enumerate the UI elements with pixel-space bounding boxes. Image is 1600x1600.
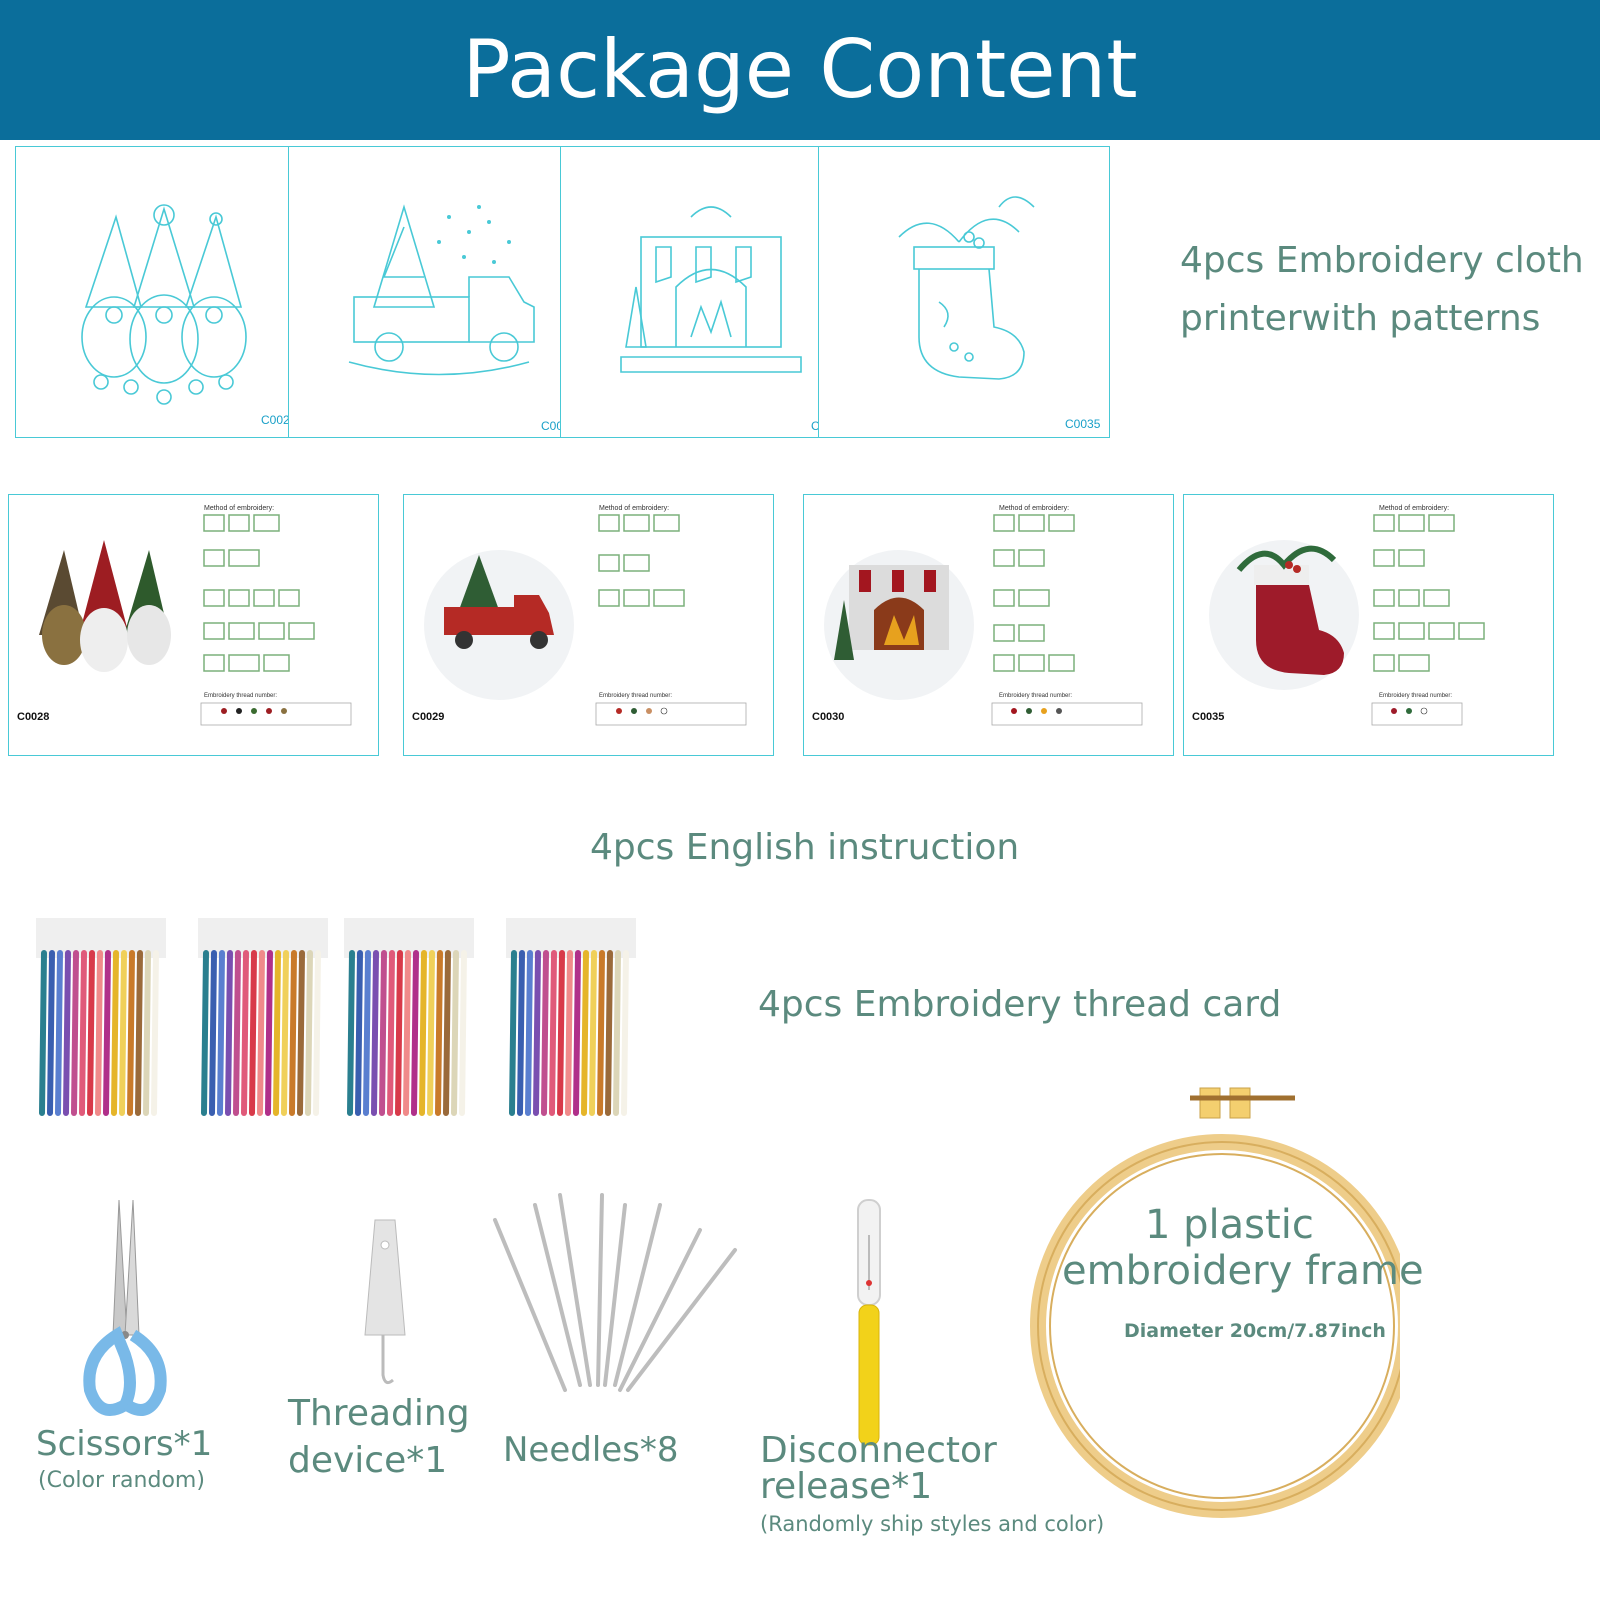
fireplace-image-icon xyxy=(824,514,1143,726)
needles-icon xyxy=(493,1193,737,1392)
truck-image-icon xyxy=(424,514,747,726)
needle-threader-icon xyxy=(364,1219,406,1385)
cloth-code: C00 xyxy=(541,419,564,433)
thread-bundle-icon xyxy=(506,918,636,1116)
method-title: Method of embroidery: xyxy=(204,505,275,512)
ripper-label-line1: Disconnector xyxy=(760,1430,997,1471)
threader-label-line2: device*1 xyxy=(288,1440,448,1481)
thread-title: Embroidery thread number: xyxy=(599,693,673,699)
method-title: Method of embroidery: xyxy=(999,505,1070,512)
scissors-label: Scissors*1 xyxy=(36,1424,213,1464)
instruction-code: C0029 xyxy=(412,711,445,723)
threader-label-line1: Threading xyxy=(288,1393,470,1434)
stocking-image-icon xyxy=(1209,514,1485,726)
gnomes-pattern-icon xyxy=(81,204,247,405)
embroidery-cloth-gnomes: C002 xyxy=(15,146,307,438)
thread-card-1 xyxy=(36,918,166,1118)
thread-title: Embroidery thread number: xyxy=(204,693,278,699)
method-title: Method of embroidery: xyxy=(599,505,670,512)
cloth-caption-line2: printerwith patterns xyxy=(1180,298,1541,339)
frame-note: Diameter 20cm/7.87inch xyxy=(1124,1320,1386,1342)
thread-bundle-icon xyxy=(198,918,328,1116)
embroidery-cloth-fireplace: C0 xyxy=(560,146,852,438)
embroidery-cloth-stocking: C0035 xyxy=(818,146,1110,438)
fireplace-pattern-icon xyxy=(620,206,802,373)
page-title: Package Content xyxy=(462,23,1138,116)
cloth-code: C002 xyxy=(261,413,290,427)
instruction-code: C0028 xyxy=(17,711,50,723)
instruction-sheet-gnomes: Method of embroidery: Embroidery thread … xyxy=(8,494,379,756)
thread-card-2 xyxy=(198,918,328,1118)
thread-caption: 4pcs Embroidery thread card xyxy=(758,984,1282,1025)
truck-pattern-icon xyxy=(348,204,535,376)
needles-label: Needles*8 xyxy=(503,1430,679,1470)
frame-label-line2: embroidery frame xyxy=(1062,1248,1424,1294)
scissors-note: (Color random) xyxy=(38,1468,205,1493)
thread-title: Embroidery thread number: xyxy=(1379,693,1453,699)
stocking-pattern-icon xyxy=(898,196,1035,380)
gnomes-image-icon xyxy=(39,514,352,726)
instruction-sheet-stocking: Method of embroidery: Embroidery thread … xyxy=(1183,494,1554,756)
scissors-icon xyxy=(83,1199,167,1416)
seam-ripper-icon xyxy=(857,1199,881,1446)
frame-label-line1: 1 plastic xyxy=(1145,1202,1314,1248)
instruction-code: C0035 xyxy=(1192,711,1225,723)
cloth-caption-line1: 4pcs Embroidery cloth xyxy=(1180,240,1584,281)
thread-title: Embroidery thread number: xyxy=(999,693,1073,699)
instruction-sheet-truck: Method of embroidery: Embroidery thread … xyxy=(403,494,774,756)
instruction-code: C0030 xyxy=(812,711,845,723)
thread-card-3 xyxy=(344,918,474,1118)
instruction-sheet-fireplace: Method of embroidery: Embroidery thread … xyxy=(803,494,1174,756)
embroidery-cloth-truck: C00 xyxy=(288,146,580,438)
thread-bundle-icon xyxy=(344,918,474,1116)
thread-card-4 xyxy=(506,918,636,1118)
ripper-note: (Randomly ship styles and color) xyxy=(760,1512,1105,1536)
method-title: Method of embroidery: xyxy=(1379,505,1450,512)
thread-bundle-icon xyxy=(36,918,166,1116)
ripper-label-line2: release*1 xyxy=(760,1466,933,1507)
embroidery-hoop-icon xyxy=(1030,1087,1400,1518)
instruction-caption: 4pcs English instruction xyxy=(590,827,1020,868)
cloth-code: C0035 xyxy=(1065,417,1101,431)
header-banner: Package Content xyxy=(0,0,1600,140)
